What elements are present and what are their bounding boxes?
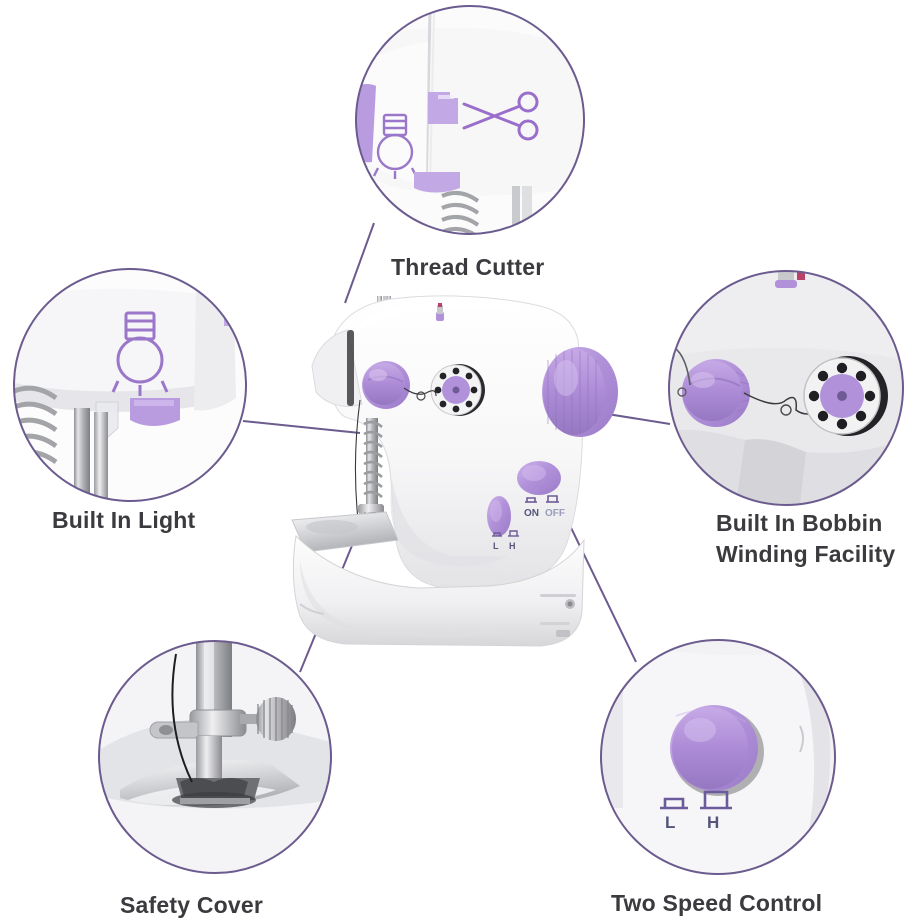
base-rear-sockets	[540, 594, 576, 637]
label-two-speed-control: Two Speed Control	[611, 890, 823, 916]
label-built-in-light: Built In Light	[52, 507, 196, 533]
thread-spool-icon	[775, 271, 805, 288]
connector-built-in-light	[242, 420, 361, 434]
bubble-border-built-in-bobbin	[668, 270, 904, 506]
callout-two-speed-control: L H	[600, 639, 836, 875]
bobbin-wheel	[803, 356, 888, 436]
label-thread-cutter: Thread Cutter	[391, 254, 545, 280]
tension-dial	[362, 361, 410, 409]
top-spool-pin	[436, 303, 444, 321]
bubble-border-built-in-light	[13, 268, 247, 502]
callout-safety-cover	[98, 640, 332, 874]
high-speed-icon	[700, 790, 732, 810]
callout-built-in-bobbin	[668, 270, 904, 506]
bubble-border-thread-cutter	[355, 5, 585, 235]
scissors-icon	[462, 91, 539, 141]
hand-wheel-knob	[542, 347, 618, 437]
switch-label-on: ON	[524, 508, 539, 519]
callout-built-in-light	[13, 268, 247, 502]
speed-label-low: L	[493, 541, 499, 551]
thumb-screw	[240, 697, 296, 741]
presser-foot-icon	[172, 736, 260, 808]
speed-label-high: H	[707, 813, 719, 832]
switch-label-off: OFF	[545, 508, 565, 519]
callout-thread-cutter	[355, 5, 585, 235]
machine-base	[292, 534, 585, 647]
label-safety-cover: Safety Cover	[120, 892, 264, 918]
speed-label-low: L	[665, 813, 675, 832]
connector-thread-cutter	[344, 222, 375, 304]
on-off-markings	[525, 495, 559, 503]
speed-dial-knob	[670, 705, 764, 796]
low-speed-icon	[660, 797, 688, 810]
speed-markings	[492, 530, 519, 537]
bubble-border-safety-cover	[98, 640, 332, 874]
light-bulb-icon	[111, 311, 169, 396]
speed-label-high: H	[509, 541, 516, 551]
bubble-border-two-speed-control	[600, 639, 836, 875]
label-built-in-bobbin: Built In Bobbin Winding Facility	[716, 510, 896, 567]
light-bulb-icon	[372, 113, 418, 179]
sewing-machine-photo: ON OFF L H	[291, 295, 618, 647]
bobbin-spool	[430, 364, 485, 416]
bobbin-winder-icon	[682, 359, 750, 427]
